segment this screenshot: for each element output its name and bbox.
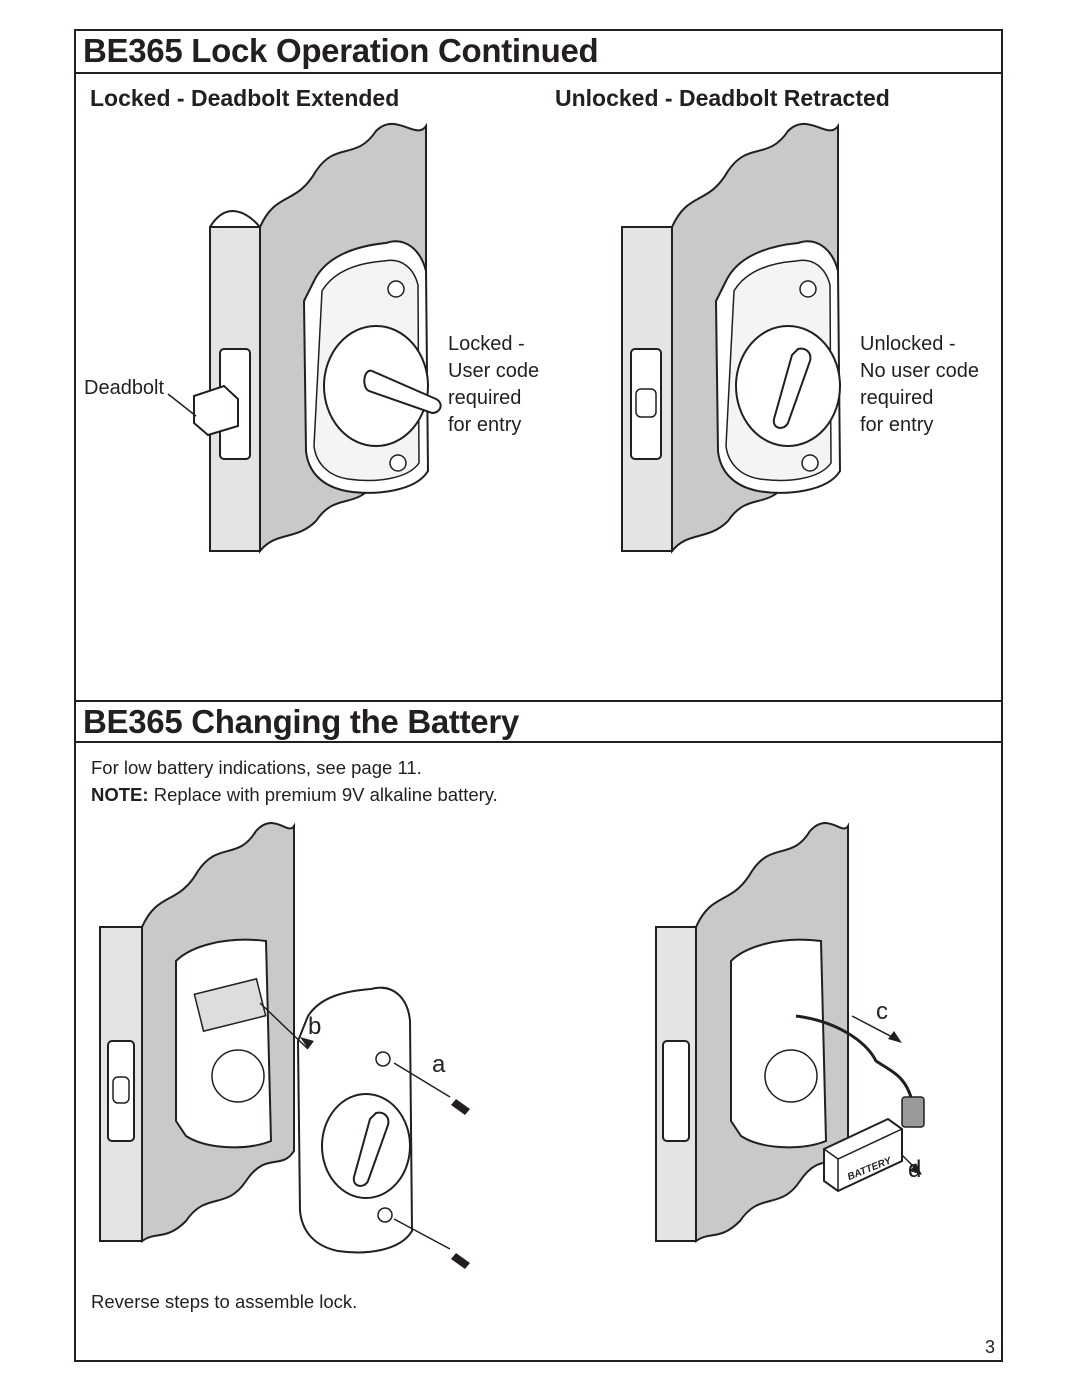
note-label: NOTE:: [91, 784, 149, 805]
page-frame: BE365 Lock Operation Continued Locked - …: [74, 29, 1003, 1362]
unlocked-heading: Unlocked - Deadbolt Retracted: [555, 85, 890, 111]
unlocked-callout: Unlocked - No user code required for ent…: [860, 333, 979, 436]
step-d-label: d: [908, 1156, 922, 1183]
page-number: 3: [984, 1337, 995, 1357]
locked-door-illustration: [167, 122, 442, 554]
locked-heading: Locked - Deadbolt Extended: [90, 85, 400, 111]
locked-callout: Locked - User code required for entry: [448, 333, 540, 436]
battery-connection-illustration: BATTERY: [655, 822, 925, 1243]
section-title-operation: BE365 Lock Operation Continued: [83, 32, 599, 69]
battery-removal-illustration: [99, 822, 470, 1269]
reassemble-text: Reverse steps to assemble lock.: [91, 1291, 358, 1312]
step-b-label: b: [308, 1013, 322, 1040]
section-title-bar-battery: BE365 Changing the Battery: [76, 700, 1001, 743]
step-c-label: c: [876, 998, 888, 1025]
deadbolt-label: Deadbolt: [84, 377, 165, 399]
unlocked-door-illustration: [621, 122, 842, 554]
section-title-battery: BE365 Changing the Battery: [83, 703, 519, 740]
step-a-label: a: [432, 1051, 446, 1078]
door-illustrations: BATTERY: [99, 122, 925, 1269]
note-text: Replace with premium 9V alkaline battery…: [148, 784, 498, 805]
low-battery-text: For low battery indications, see page 11…: [91, 757, 422, 778]
battery-note: NOTE: Replace with premium 9V alkaline b…: [91, 782, 498, 808]
section-title-bar-operation: BE365 Lock Operation Continued: [76, 31, 1001, 74]
